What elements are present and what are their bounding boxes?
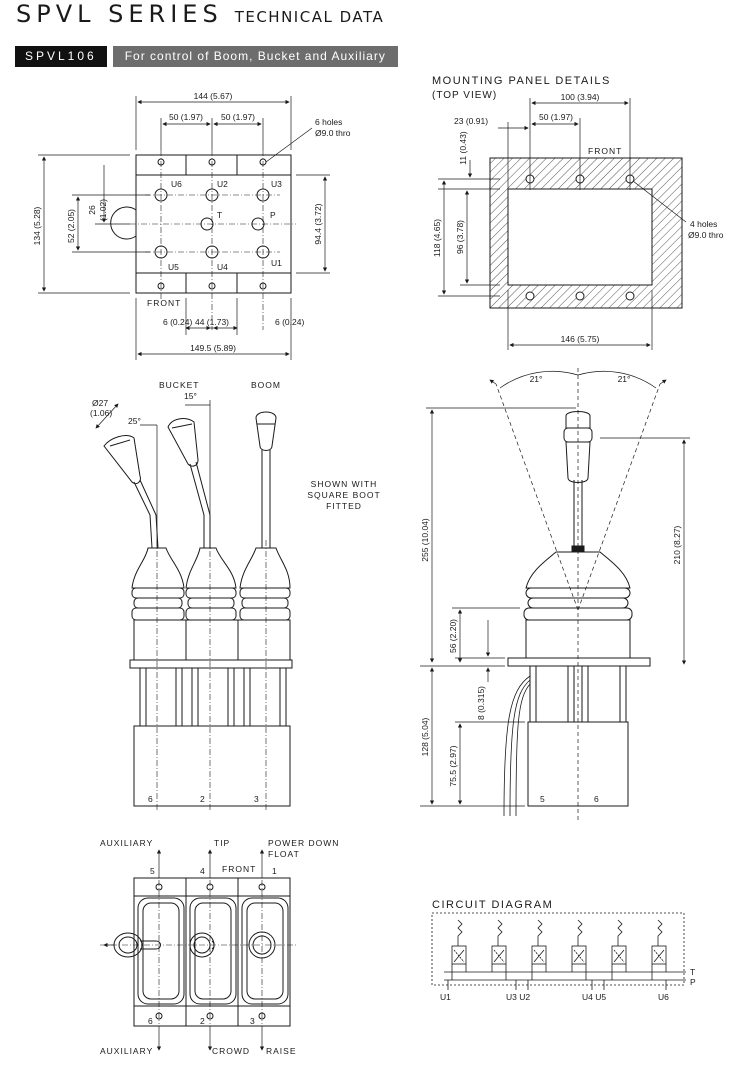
circuit-diagram: CIRCUIT DIAGRAM	[431, 899, 696, 1002]
angle-left: 21°	[530, 374, 543, 384]
page-header: SPVL SERIES TECHNICAL DATA	[16, 0, 384, 28]
label-dia: Ø27	[92, 398, 108, 408]
mount-dim-11: 11 (0.43)	[458, 131, 468, 165]
circuit-title: CIRCUIT DIAGRAM	[432, 899, 553, 911]
prof-dim-75: 75.5 (2.97)	[448, 745, 458, 786]
dim-44: 44 (1.73)	[195, 317, 229, 327]
prof-dim-210: 210 (8.27)	[672, 525, 682, 564]
model-band: SPVL106 For control of Boom, Bucket and …	[15, 46, 398, 67]
dim-26: 26	[87, 205, 97, 215]
note-line-2: SQUARE BOOT	[307, 490, 380, 500]
dim-149: 149.5 (5.89)	[190, 343, 236, 353]
note-line-3: FITTED	[326, 501, 362, 511]
label-boom: BOOM	[251, 380, 281, 390]
profile-view-drawing: 21° 21°	[420, 368, 690, 822]
prof-dim-255: 255 (10.04)	[420, 518, 430, 562]
plan-n6: 6	[148, 1016, 153, 1026]
mount-holes-2: Ø9.0 thro	[688, 230, 724, 240]
holes-note-1: 6 holes	[315, 117, 342, 127]
mount-dim-146: 146 (5.75)	[561, 334, 600, 344]
port-p: P	[270, 210, 276, 220]
mounting-subtitle: (TOP VIEW)	[432, 90, 497, 101]
port-u5: U5	[168, 262, 179, 272]
dim-26-in: (1.02)	[98, 199, 108, 221]
circuit-u6: U6	[658, 992, 669, 1002]
plan-n2: 2	[200, 1016, 205, 1026]
dim-144: 144 (5.67)	[194, 91, 233, 101]
mounting-title: MOUNTING PANEL DETAILS	[432, 75, 611, 87]
dim-52: 52 (2.05)	[66, 209, 76, 243]
top-view-drawing: 144 (5.67) 50 (1.97) 50 (1.97) 6 holes Ø…	[32, 91, 351, 360]
label-dia-in: (1.06)	[90, 408, 112, 418]
series-title: SPVL SERIES	[16, 0, 223, 28]
top-view-front: FRONT	[147, 298, 181, 308]
boot-stack	[129, 547, 293, 807]
prof-n6: 6	[594, 794, 599, 804]
dim-134: 134 (5.28)	[32, 206, 42, 245]
side-view-drawing: BUCKET BOOM 15° 25° Ø27 (1.06) SHOWN WIT…	[90, 380, 380, 810]
plan-n4: 4	[200, 866, 205, 876]
plan-auxiliary-bottom: AUXILIARY	[100, 1046, 153, 1056]
mount-holes-1: 4 holes	[690, 219, 717, 229]
label-15deg: 15°	[184, 391, 197, 401]
mount-dim-96: 96 (3.78)	[455, 220, 465, 254]
dim-94: 94.4 (3.72)	[313, 203, 323, 244]
plan-n1: 1	[272, 866, 277, 876]
plan-n5: 5	[150, 866, 155, 876]
side-n2: 2	[200, 794, 205, 804]
dim-6-right: 6 (0.24)	[275, 317, 304, 327]
angle-right: 21°	[618, 374, 631, 384]
note-line-1: SHOWN WITH	[311, 479, 378, 489]
plan-raise: RAISE	[266, 1046, 297, 1056]
prof-dim-56: 56 (2.20)	[448, 619, 458, 653]
plan-crowd: CROWD	[212, 1046, 250, 1056]
side-n3: 3	[254, 794, 259, 804]
port-u6: U6	[171, 179, 182, 189]
port-u1: U1	[271, 258, 282, 268]
model-description: For control of Boom, Bucket and Auxiliar…	[112, 46, 398, 67]
mount-front: FRONT	[588, 146, 622, 156]
plan-view-drawing: AUXILIARY TIP POWER DOWN FLOAT FRONT 5 4…	[100, 838, 339, 1056]
dim-50-right: 50 (1.97)	[221, 112, 255, 122]
mount-dim-118: 118 (4.65)	[432, 219, 442, 257]
prof-dim-8: 8 (0.315)	[476, 686, 486, 720]
prof-n5: 5	[540, 794, 545, 804]
dim-6-left: 6 (0.24)	[163, 317, 192, 327]
label-25deg: 25°	[128, 416, 141, 426]
mount-dim-23: 23 (0.91)	[454, 116, 488, 126]
plan-tip: TIP	[214, 838, 230, 848]
port-u2: U2	[217, 179, 228, 189]
circuit-u1: U1	[440, 992, 451, 1002]
port-u4: U4	[217, 262, 228, 272]
dim-50-left: 50 (1.97)	[169, 112, 203, 122]
plan-auxiliary-top: AUXILIARY	[100, 838, 153, 848]
holes-note-2: Ø9.0 thro	[315, 128, 351, 138]
circuit-t: T	[690, 967, 695, 977]
port-u3: U3	[271, 179, 282, 189]
circuit-u4u5: U4 U5	[582, 992, 606, 1002]
mount-dim-50: 50 (1.97)	[539, 112, 573, 122]
mounting-panel-drawing: MOUNTING PANEL DETAILS (TOP VIEW) 10	[432, 75, 724, 350]
plan-float: FLOAT	[268, 849, 300, 859]
port-t: T	[217, 210, 222, 220]
plan-front: FRONT	[222, 864, 256, 874]
prof-dim-128: 128 (5.04)	[420, 717, 430, 756]
plan-n3: 3	[250, 1016, 255, 1026]
model-code: SPVL106	[15, 46, 107, 67]
valve-pairs	[451, 919, 667, 980]
side-n6: 6	[148, 794, 153, 804]
circuit-p: P	[690, 977, 696, 987]
circuit-u3u2: U3 U2	[506, 992, 530, 1002]
header-subtitle: TECHNICAL DATA	[234, 8, 385, 26]
label-bucket: BUCKET	[159, 380, 199, 390]
plan-power-down: POWER DOWN	[268, 838, 339, 848]
mount-dim-100: 100 (3.94)	[561, 92, 600, 102]
